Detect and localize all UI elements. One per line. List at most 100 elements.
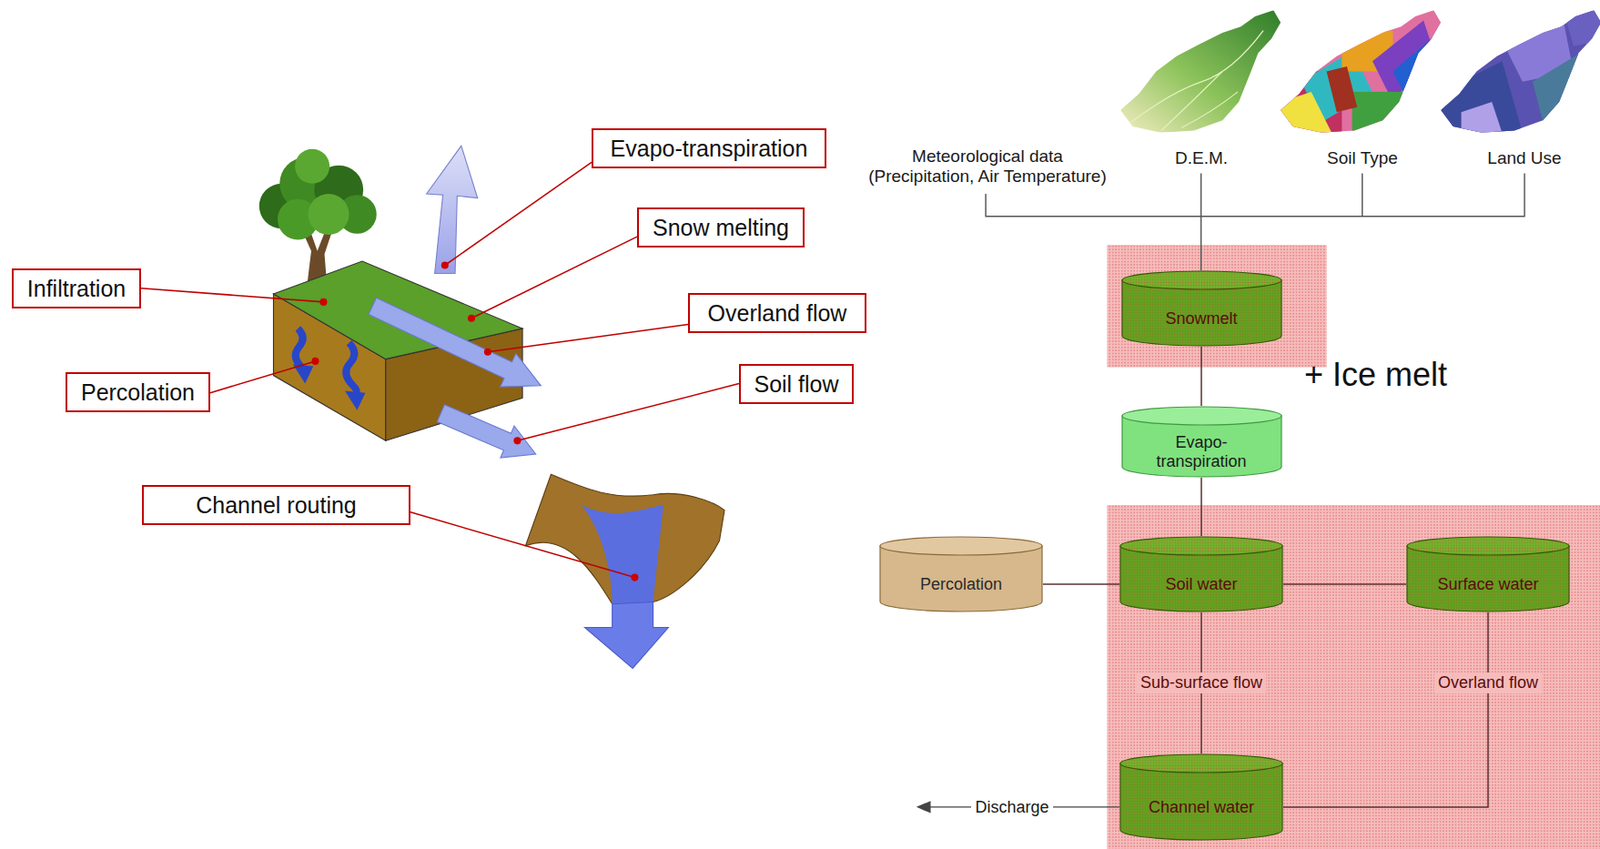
map-stream — [1181, 91, 1238, 128]
node-text: Evapo-transpiration — [610, 135, 809, 163]
cylinder-body — [1407, 546, 1570, 612]
tree-crown — [294, 149, 330, 184]
cylinder-body — [1120, 546, 1283, 612]
edge-label: Overland flow — [1434, 672, 1542, 694]
process-label: Channel routing — [141, 485, 411, 526]
flow-connector — [1043, 583, 1120, 586]
process-label: Percolation — [65, 372, 211, 413]
percolation-arrow — [295, 328, 304, 368]
node-text: Soil flow — [753, 371, 839, 398]
node-text: Overland flow — [708, 300, 848, 327]
leader-line — [471, 236, 638, 319]
process-label: Snow melting — [637, 207, 805, 248]
input-bracket — [985, 173, 1525, 272]
storage-cylinder: Channel water — [1119, 753, 1284, 841]
cylinder-body — [880, 546, 1043, 612]
leader-dot — [467, 314, 476, 323]
leader-dot — [441, 261, 449, 269]
cylinder-shape — [879, 536, 1044, 613]
percolation-arrow — [345, 343, 357, 395]
flow-connector — [1283, 583, 1407, 586]
leader-line — [210, 361, 315, 394]
landuse-patch — [1563, 10, 1600, 46]
node-text: Snowmelt — [1164, 309, 1237, 329]
channel-outflow-arrow — [584, 602, 669, 669]
tree-crown — [308, 193, 350, 235]
highlight-region — [1107, 244, 1327, 368]
node-text: Percolation — [920, 575, 1003, 595]
flow-connector — [1283, 612, 1489, 808]
channel-banks — [525, 474, 725, 604]
annotation-label: Soil Type — [1326, 148, 1398, 169]
leader-line — [516, 384, 740, 442]
landuse-patch — [1461, 101, 1503, 133]
process-label: Soil flow — [739, 364, 854, 405]
percolation-arrowhead — [344, 390, 365, 410]
annotation-label: + Ice melt — [1304, 355, 1448, 394]
soil-patch — [1280, 91, 1332, 133]
storage-cylinder: Percolation — [879, 536, 1044, 613]
leader-dot — [630, 574, 638, 582]
cylinder-top — [1122, 271, 1282, 290]
annotation-label: Land Use — [1487, 148, 1561, 169]
cylinder-body — [1120, 763, 1283, 841]
cylinder-hatch — [1407, 536, 1570, 556]
cylinder-hatch — [1120, 546, 1283, 612]
cylinder-shape — [1119, 536, 1284, 613]
leader-line — [445, 162, 592, 265]
cylinder-hatch — [1122, 280, 1282, 346]
annotation-label: D.E.M. — [1174, 148, 1228, 169]
soil-patch — [1392, 30, 1441, 102]
storage-cylinder: Soil water — [1119, 536, 1284, 613]
flow-connector — [1200, 346, 1203, 406]
leader-line — [410, 512, 635, 578]
node-text: Channel water — [1148, 798, 1255, 818]
annotation-label: Meteorological data (Precipitation, Air … — [861, 146, 1114, 187]
storage-cylinder: Surface water — [1406, 536, 1570, 613]
soil-flow-arrow — [436, 405, 536, 458]
cylinder-shape — [1119, 753, 1284, 841]
cylinder-body — [1122, 280, 1282, 346]
node-text: Snow melting — [652, 214, 790, 242]
highlight-region — [1107, 505, 1600, 849]
flow-connector — [1200, 477, 1203, 537]
cylinder-top — [1407, 536, 1570, 556]
cylinder-hatch — [1120, 754, 1283, 773]
channel-water — [581, 505, 664, 605]
leader-dot — [513, 436, 521, 445]
annotation-label: Discharge — [971, 798, 1053, 818]
edge-label: Sub-surface flow — [1136, 672, 1266, 694]
soil-patch — [1326, 66, 1358, 112]
node-text: Surface water — [1437, 575, 1539, 595]
highlight-hatch — [1107, 505, 1600, 849]
cylinder-hatch — [1120, 763, 1283, 841]
map-stream — [1130, 30, 1264, 123]
evapotranspiration-arrow — [426, 145, 478, 274]
landuse-map — [1440, 10, 1600, 133]
cylinder-shape — [1121, 270, 1283, 347]
cylinder-hatch — [1122, 271, 1282, 290]
cylinder-shape — [1406, 536, 1570, 613]
process-label: Infiltration — [11, 268, 142, 309]
cylinder-hatch — [1120, 536, 1283, 556]
cylinder-top — [880, 536, 1043, 556]
overland-flow-arrow — [368, 297, 541, 387]
node-text: Evapo- transpiration — [1149, 433, 1255, 471]
node-text: Infiltration — [27, 275, 126, 303]
highlight-hatch — [1107, 244, 1327, 368]
leader-dot — [311, 357, 319, 365]
landuse-patch — [1440, 60, 1523, 132]
leader-dot — [484, 348, 492, 356]
storage-cylinder: Snowmelt — [1121, 270, 1283, 347]
soil-map — [1280, 10, 1441, 133]
node-text: Channel routing — [195, 492, 357, 519]
dem-map — [1120, 10, 1281, 133]
node-text: Percolation — [81, 379, 195, 406]
landuse-patch — [1532, 50, 1584, 122]
leader-dot — [319, 298, 327, 306]
discharge-arrowhead — [916, 800, 932, 813]
cylinder-top — [1120, 754, 1283, 773]
